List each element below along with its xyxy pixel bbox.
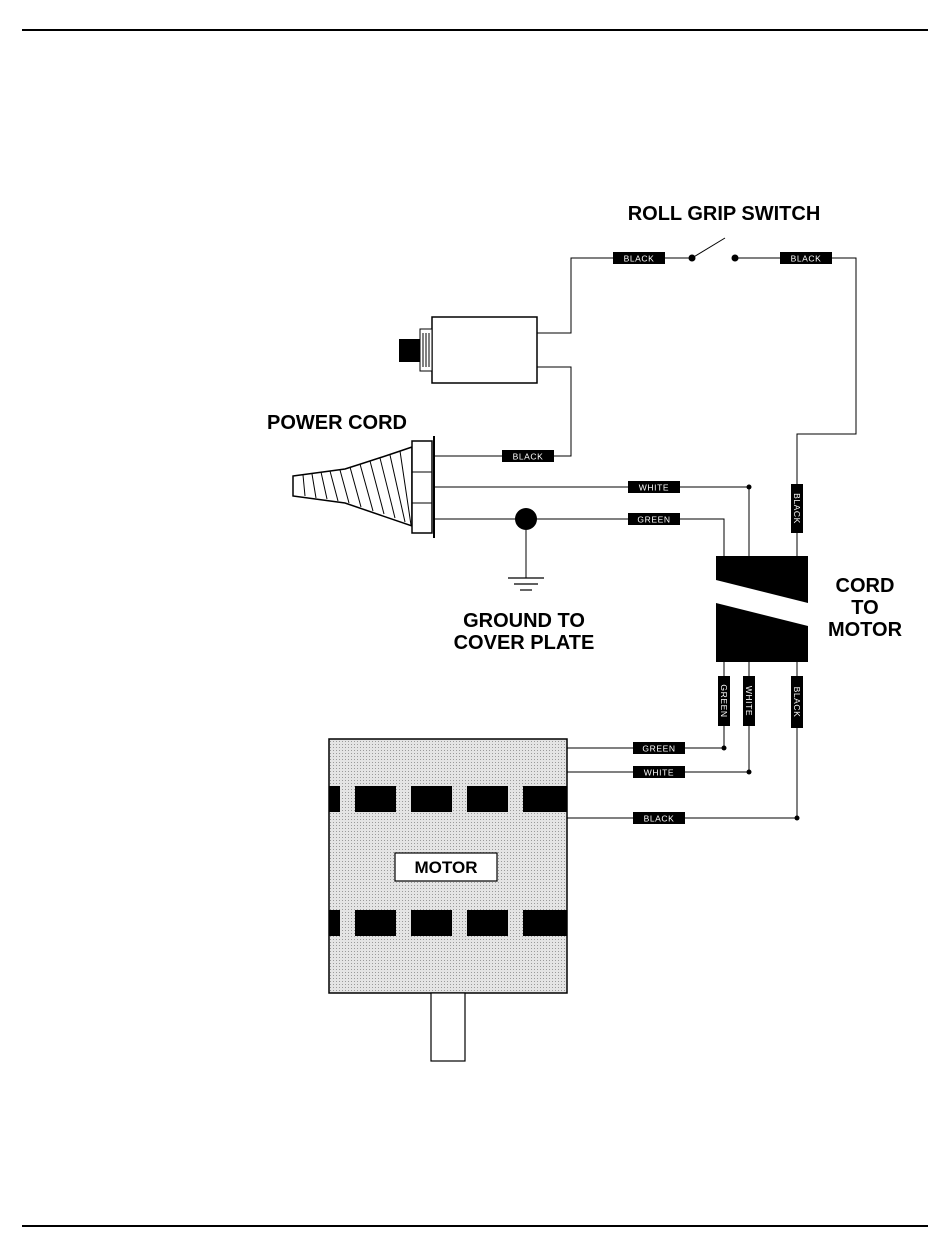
wire-tag-cord-green: GREEN <box>628 513 680 525</box>
svg-text:BLACK: BLACK <box>792 493 802 524</box>
svg-text:GREEN: GREEN <box>637 514 670 524</box>
switch-contact <box>692 238 725 258</box>
ground-label-line1: GROUND TO <box>463 610 585 632</box>
svg-text:BLACK: BLACK <box>791 253 822 263</box>
motor-shaft <box>431 993 465 1061</box>
wire-tag-motor-green: GREEN <box>633 742 685 754</box>
cord-to-motor-connector <box>716 556 808 662</box>
wire-tag-right-black: BLACK <box>791 484 803 533</box>
switch-wiring <box>537 238 856 556</box>
motor-body: MOTOR <box>329 739 567 993</box>
svg-text:WHITE: WHITE <box>744 686 754 716</box>
wire-tag-cord-black: BLACK <box>502 450 554 462</box>
wire-tag-cord-white: WHITE <box>628 481 680 493</box>
wire-tag-switch-out: BLACK <box>780 252 832 264</box>
cord-to-motor-line3: MOTOR <box>828 619 903 641</box>
wire-tag-motor-black: BLACK <box>633 812 685 824</box>
svg-text:BLACK: BLACK <box>513 451 544 461</box>
wire-tag-motor-white: WHITE <box>633 766 685 778</box>
ground-label-line2: COVER PLATE <box>454 632 595 654</box>
motor-label: MOTOR <box>415 858 478 877</box>
wire-tag-conn-green: GREEN <box>718 676 730 726</box>
svg-text:GREEN: GREEN <box>642 743 675 753</box>
svg-text:GREEN: GREEN <box>719 684 729 717</box>
svg-text:BLACK: BLACK <box>792 687 802 718</box>
svg-text:WHITE: WHITE <box>639 482 669 492</box>
wire-tag-conn-black: BLACK <box>791 676 803 728</box>
power-cord-label: POWER CORD <box>267 412 407 434</box>
roll-grip-switch-body <box>399 317 537 383</box>
cord-to-motor-line2: TO <box>851 597 878 619</box>
svg-text:BLACK: BLACK <box>644 813 675 823</box>
svg-text:WHITE: WHITE <box>644 767 674 777</box>
wire-tag-switch-in: BLACK <box>613 252 665 264</box>
cord-to-motor-line1: CORD <box>836 575 895 597</box>
roll-grip-switch-label: ROLL GRIP SWITCH <box>628 203 821 225</box>
ground-symbol <box>508 508 544 590</box>
wire-tag-conn-white: WHITE <box>743 676 755 726</box>
svg-text:BLACK: BLACK <box>624 253 655 263</box>
power-cord-plug <box>293 436 434 538</box>
